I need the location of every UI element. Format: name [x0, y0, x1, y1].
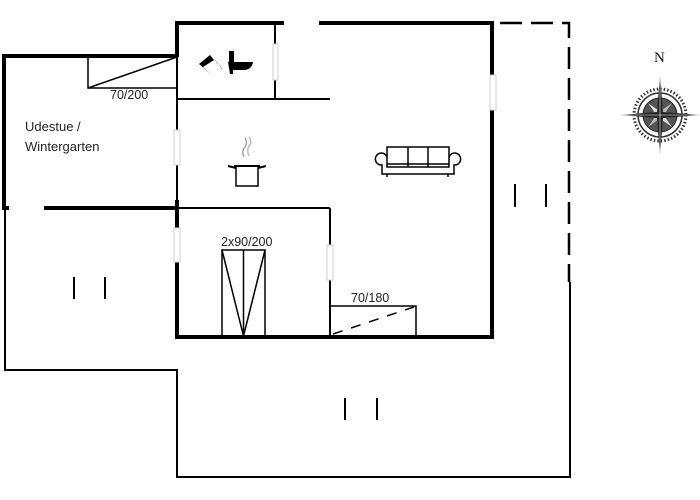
- terrace-markers: [73, 184, 547, 420]
- exterior-walls: [2, 21, 494, 339]
- terrace-dashed-outline: [500, 21, 571, 282]
- sofa-icon: [374, 146, 462, 177]
- interior-walls: [176, 23, 331, 337]
- compass-rose-icon: [620, 75, 700, 155]
- bed-2x90-200: [221, 249, 266, 337]
- bed-70-180: [330, 305, 417, 336]
- bed-70-200: [87, 56, 178, 89]
- openings: [173, 43, 497, 281]
- cooking-pot-icon: [227, 136, 267, 187]
- toilet-shower-icon: [199, 51, 253, 76]
- terrace-outline: [4, 208, 571, 478]
